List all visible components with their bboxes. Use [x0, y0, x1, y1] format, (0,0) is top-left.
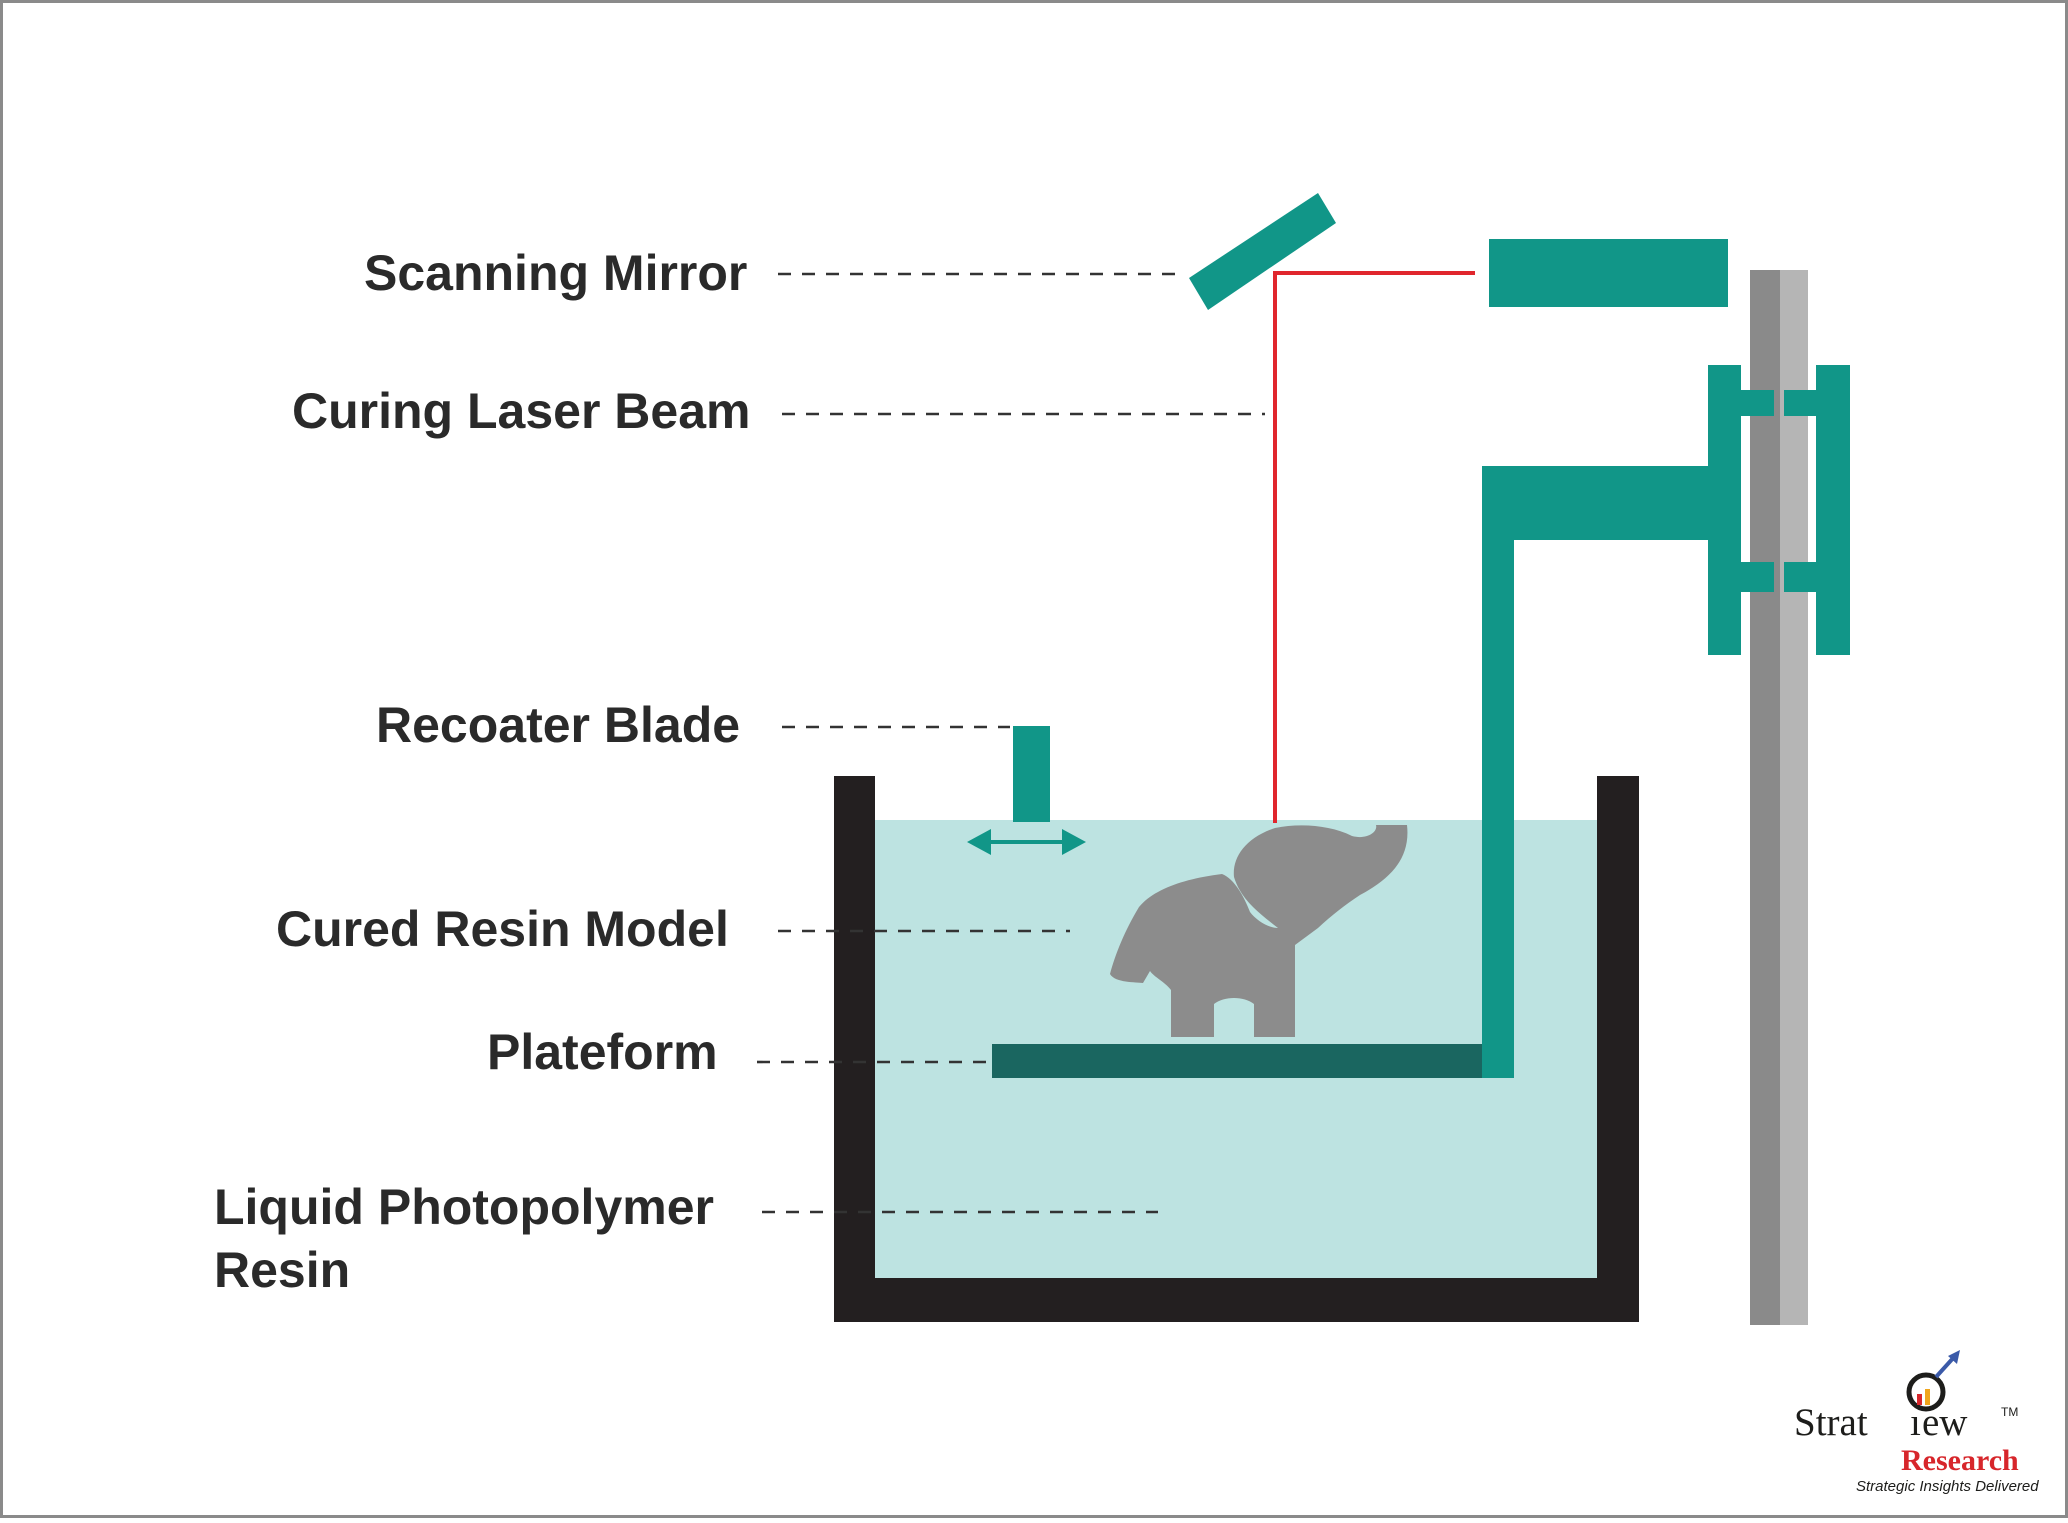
- double-arrow-icon: [967, 829, 1086, 855]
- label-scanning-mirror: Scanning Mirror: [364, 245, 747, 301]
- carriage-right-top-clamp: [1784, 390, 1816, 416]
- carriage-left-top-clamp: [1741, 390, 1774, 416]
- rail-dark: [1750, 270, 1780, 1325]
- elevator-arm: [1482, 466, 1708, 1078]
- platform: [992, 1044, 1482, 1078]
- carriage-left-bar: [1708, 365, 1741, 655]
- logo-brand-suffix: ew: [1922, 1401, 1967, 1444]
- logo-brand-i: ı: [1910, 1401, 1921, 1444]
- carriage-right-bar: [1816, 365, 1850, 655]
- elephant-model-icon: [1110, 825, 1408, 1037]
- logo-trademark: TM: [2001, 1405, 2018, 1419]
- logo-tagline: Strategic Insights Delivered: [1856, 1478, 2039, 1495]
- laser-source: [1489, 239, 1728, 307]
- carriage-right-bottom-clamp: [1784, 562, 1816, 592]
- label-liquid-resin-line2: Resin: [214, 1242, 350, 1298]
- logo-brand-prefix: Strat: [1794, 1401, 1868, 1444]
- scanning-mirror: [1189, 193, 1336, 310]
- carriage: [1708, 365, 1850, 655]
- logo-research: Research: [1901, 1444, 2019, 1477]
- tank-bottom: [834, 1278, 1639, 1322]
- tank-left-wall-upper: [834, 776, 875, 986]
- carriage-left-bottom-clamp: [1741, 562, 1774, 592]
- stratview-logo: Strat ı ew TM Research Strategic Insight…: [1794, 1350, 2039, 1495]
- label-recoater-blade: Recoater Blade: [376, 697, 740, 753]
- label-plateform: Plateform: [487, 1024, 718, 1080]
- rail-light: [1780, 270, 1808, 1325]
- recoater-blade: [1013, 726, 1050, 822]
- label-liquid-resin-line1: Liquid Photopolymer: [214, 1179, 714, 1235]
- tank-left-wall-lower: [834, 986, 875, 1322]
- magnifier-chart-icon: [1906, 1350, 1960, 1412]
- label-curing-laser-beam: Curing Laser Beam: [292, 383, 750, 439]
- laser-beam: [1273, 271, 1475, 823]
- label-cured-resin-model: Cured Resin Model: [276, 901, 729, 957]
- tank-right-wall: [1597, 776, 1639, 1322]
